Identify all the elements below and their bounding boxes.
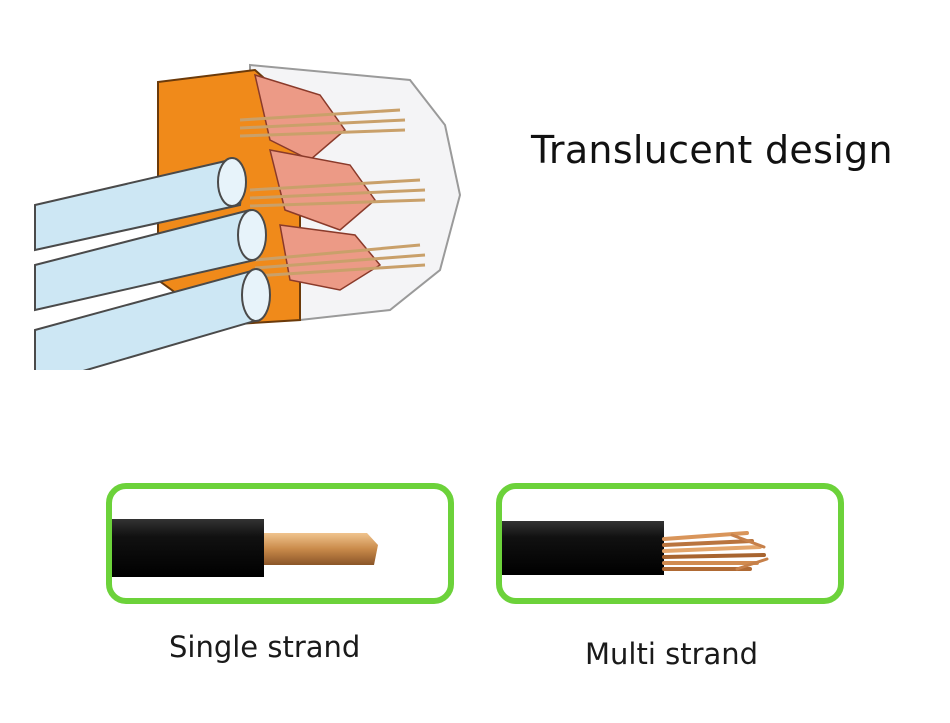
black-insulation bbox=[112, 519, 264, 577]
headline: Translucent design bbox=[531, 128, 893, 172]
connector-illustration bbox=[34, 63, 462, 370]
single-strand-frame bbox=[106, 483, 454, 604]
black-insulation bbox=[502, 521, 664, 575]
single-strand-wire bbox=[112, 519, 378, 577]
multi-strand-wire bbox=[502, 521, 769, 575]
copper-strands bbox=[239, 108, 426, 278]
solid-copper-core bbox=[264, 533, 378, 565]
multi-strand-label: Multi strand bbox=[585, 637, 759, 671]
stranded-copper-core bbox=[662, 531, 769, 571]
single-strand-label: Single strand bbox=[169, 630, 361, 664]
multi-strand-frame bbox=[496, 483, 844, 604]
clamp-middle bbox=[268, 149, 377, 231]
